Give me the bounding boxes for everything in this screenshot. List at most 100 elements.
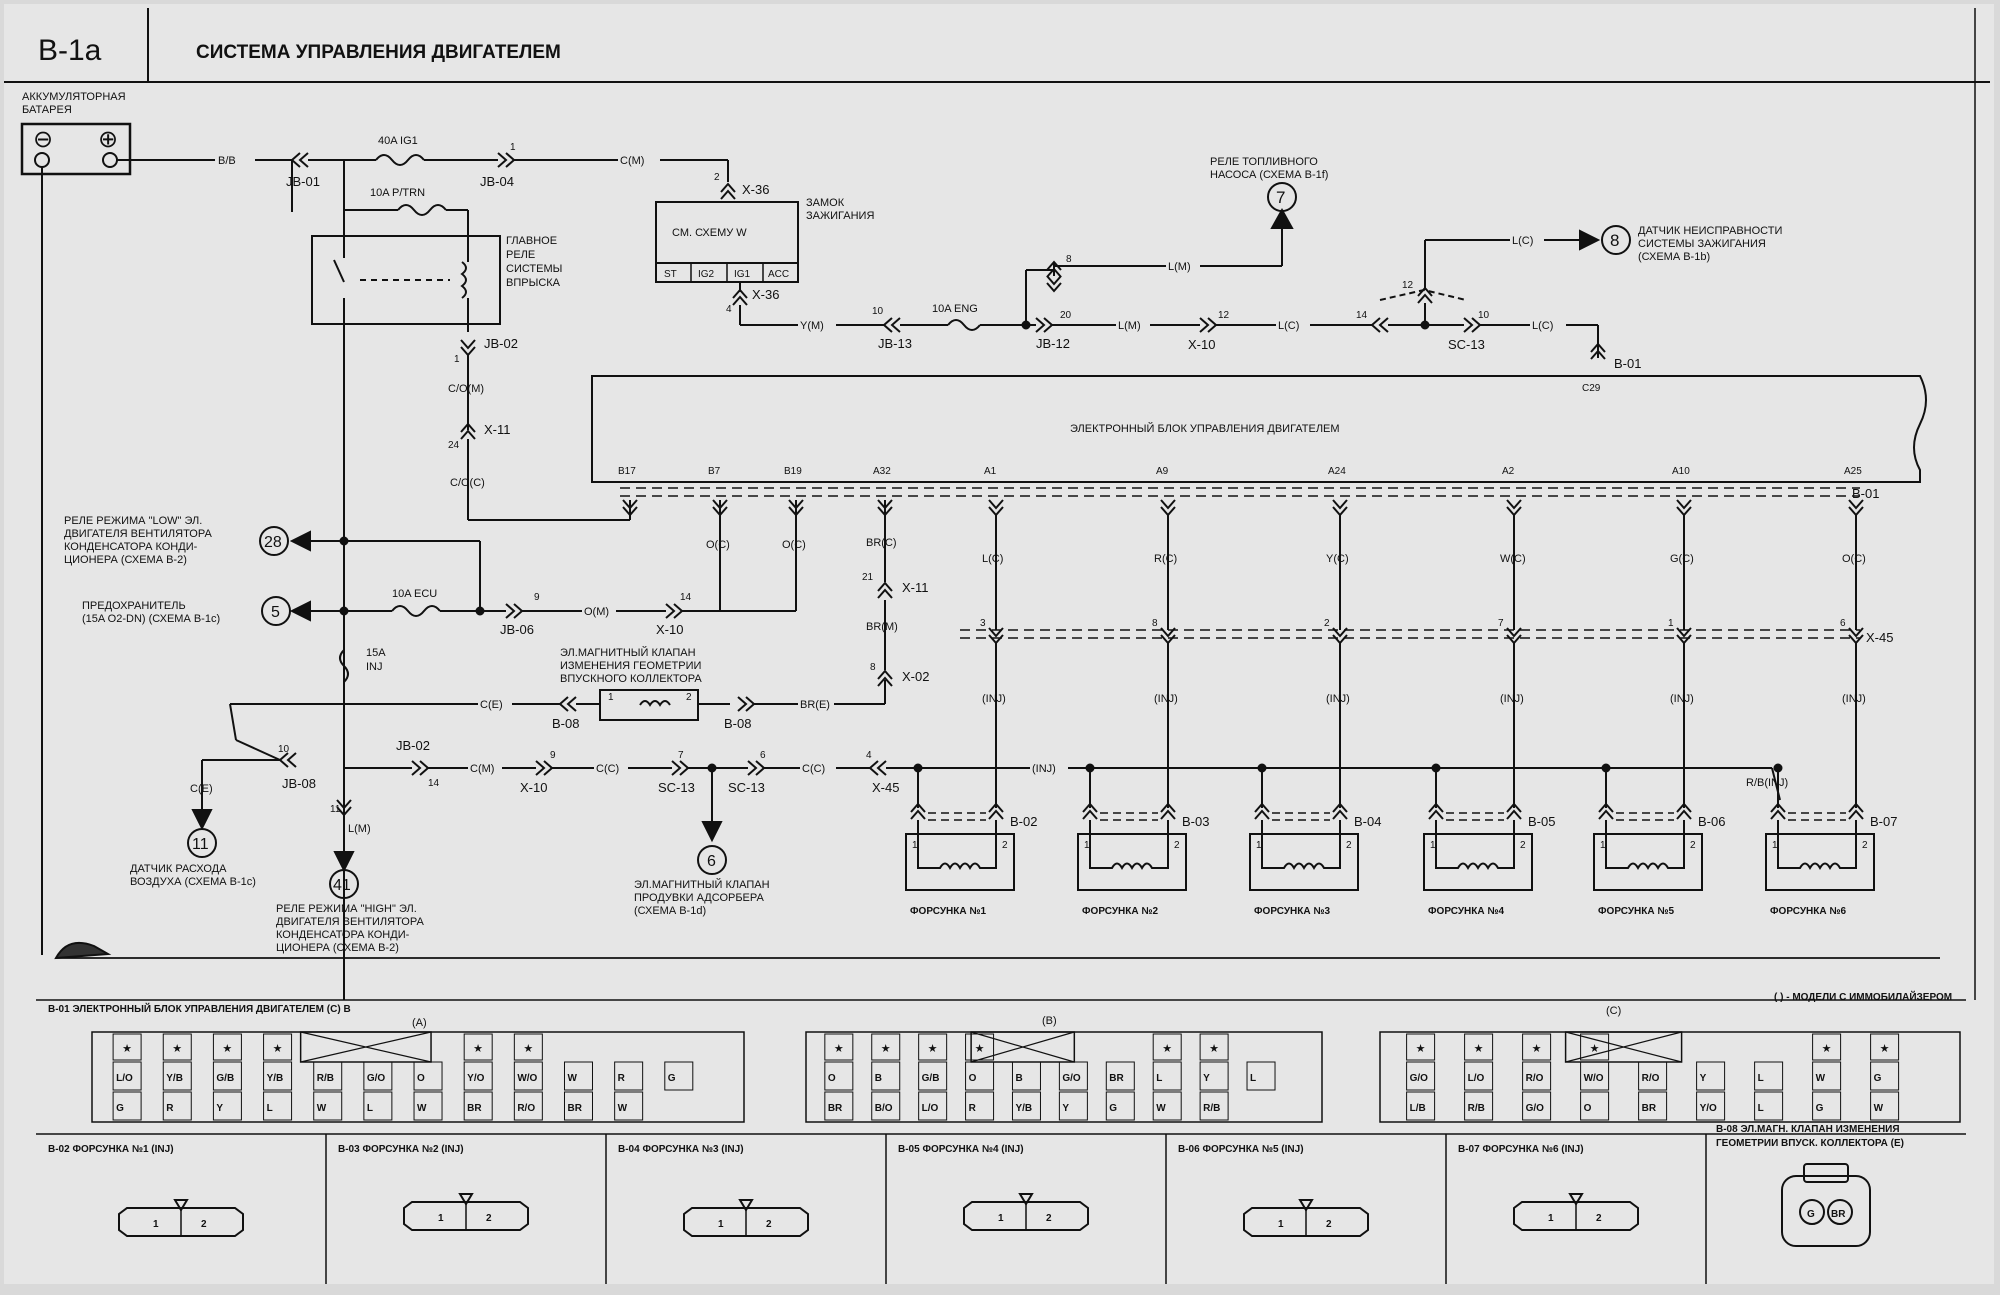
injector-connector-label: B-05	[1528, 814, 1555, 829]
connector-star-icon: ★	[122, 1043, 132, 1055]
connector-pin-cell	[871, 1033, 901, 1061]
connector-pin-label: BR	[1642, 1103, 1657, 1114]
connector-pin-label: G/B	[922, 1073, 940, 1084]
connector-pin-label: O	[969, 1073, 977, 1084]
battery-label-line2: БАТАРЕЯ	[22, 104, 72, 116]
connector-pin-label: O	[828, 1073, 836, 1084]
injector-inj-label: (INJ)	[1842, 693, 1866, 705]
connector-key	[1564, 1031, 1683, 1063]
injector-wire-color: R(C)	[1154, 553, 1177, 565]
valve-pin2: 2	[686, 692, 692, 703]
x45-lower-connector-icon	[868, 760, 887, 776]
injector-name: ФОРСУНКА №5	[1598, 906, 1675, 917]
wire-inj-label: (INJ)	[1032, 763, 1056, 775]
injector-inj-label: (INJ)	[982, 693, 1006, 705]
ref-41-line4: ЦИОНЕРА (СХЕМА B-2)	[276, 942, 399, 954]
battery-label-line1: АККУМУЛЯТОРНАЯ	[22, 91, 126, 103]
connector-pin-label: R	[969, 1103, 977, 1114]
bottom-conn-label: ГЕОМЕТРИИ ВПУСК. КОЛЛЕКТОРА (E)	[1716, 1138, 1904, 1149]
connector-pin-label: Y/B	[1015, 1103, 1032, 1114]
connector-pin-label: L	[267, 1103, 273, 1114]
ecu-pin-connector-icon	[788, 499, 804, 517]
injector-wire-color: O(C)	[1842, 553, 1866, 565]
x11-bottom-pin: 21	[862, 572, 874, 583]
injector-name: ФОРСУНКА №1	[910, 906, 987, 917]
ref-7-line2: НАСОСА (СХЕМА B-1f)	[1210, 169, 1328, 181]
injector-connector-icon	[1770, 802, 1786, 820]
injector-bus-dot	[913, 763, 923, 773]
injector-plug-pin2: 2	[1596, 1213, 1602, 1224]
connector-pin-cell	[263, 1061, 293, 1091]
injector-plug-pin2: 2	[1326, 1219, 1332, 1230]
injector-connector-label: B-03	[1182, 814, 1209, 829]
wire-ce-label: C(E)	[480, 699, 503, 711]
injector-plug-pin1: 1	[718, 1219, 724, 1230]
jb08-label: JB-08	[282, 776, 316, 791]
connector-pin-label: L	[367, 1103, 373, 1114]
jb04-label: JB-04	[480, 174, 514, 189]
injector-bus-dot	[1431, 763, 1441, 773]
sc13-top-left-connector-icon	[1370, 317, 1389, 333]
ecu-block	[591, 375, 1927, 483]
fuse-40a-icon	[375, 154, 425, 166]
injector-pin-2: 2	[1520, 840, 1526, 851]
sc13-top-label: SC-13	[1448, 337, 1485, 352]
valve-connector-latch	[1803, 1163, 1849, 1183]
ref-11-circle	[187, 828, 217, 858]
injector-plug-key-icon	[173, 1199, 189, 1212]
x36-top-pin: 2	[714, 172, 720, 183]
connector-pin-label: W	[1816, 1073, 1826, 1084]
connector-pin-cell	[263, 1091, 293, 1121]
sc13-pin12: 12	[1402, 280, 1414, 291]
wire-oc2-label: O(C)	[782, 539, 806, 551]
connector-star-icon: ★	[1822, 1043, 1832, 1055]
jb12-label: JB-12	[1036, 336, 1070, 351]
injector-bus-dot	[1085, 763, 1095, 773]
x45-pin-num: 6	[1840, 618, 1846, 629]
relay-label-2: РЕЛЕ	[506, 249, 535, 261]
connector-pin-cell	[1152, 1033, 1182, 1061]
ref-8-num: 8	[1610, 231, 1619, 250]
fuse-eng-label: 10A ENG	[932, 303, 978, 315]
connector-pin-label: B	[1015, 1073, 1022, 1084]
section-a-label: (A)	[412, 1017, 427, 1029]
injector-bus-dot	[1601, 763, 1611, 773]
connector-pin-cell	[1406, 1033, 1436, 1061]
wire-cc2-label: C(C)	[802, 763, 825, 775]
valve-pin1: 1	[608, 692, 614, 703]
connector-pin-cell	[1812, 1033, 1842, 1061]
x10-lower-pin: 9	[550, 750, 556, 761]
injector-wire-color: Y(C)	[1326, 553, 1349, 565]
battery-plus-icon: ⊕	[98, 126, 118, 153]
sc13-right-label: SC-13	[728, 780, 765, 795]
bottom-conn-label: B-04 ФОРСУНКА №3 (INJ)	[618, 1144, 744, 1155]
injector-box	[1249, 833, 1359, 891]
injector-inj-label: (INJ)	[1670, 693, 1694, 705]
jb02-lower-pin: 14	[428, 778, 440, 789]
connector-pin-cell	[313, 1091, 343, 1121]
connector-pin-cell	[614, 1061, 644, 1091]
injector-connector-icon	[1332, 802, 1348, 820]
sc13-left-pin: 7	[678, 750, 684, 761]
x11-top-connector-icon	[460, 422, 476, 440]
injector-plug-pin1: 1	[438, 1213, 444, 1224]
x36-bottom-label: X-36	[752, 287, 779, 302]
injector-connector-icon	[1506, 802, 1522, 820]
connector-pin-cell	[1199, 1061, 1229, 1091]
ecu-pin-label: A10	[1672, 466, 1690, 477]
connector-pin-label: Y	[1203, 1073, 1210, 1084]
connector-pin-label: R	[166, 1103, 174, 1114]
bottom-conn-label: B-06 ФОРСУНКА №5 (INJ)	[1178, 1144, 1304, 1155]
ecu-pin-connector-icon	[712, 499, 728, 517]
x10-mid-pin: 14	[680, 592, 692, 603]
connector-pin-cell	[212, 1033, 242, 1061]
connector-pin-label: R/O	[1526, 1073, 1544, 1084]
wire-brc-label: BR(C)	[866, 537, 897, 549]
connector-star-icon: ★	[881, 1043, 891, 1055]
x36-bottom-connector-icon	[732, 288, 748, 306]
injector-plug-key-icon	[1568, 1193, 1584, 1206]
jb08-pin: 10	[278, 744, 290, 755]
injector-connector-icon	[1254, 802, 1270, 820]
connector-pin-cell	[918, 1033, 948, 1061]
